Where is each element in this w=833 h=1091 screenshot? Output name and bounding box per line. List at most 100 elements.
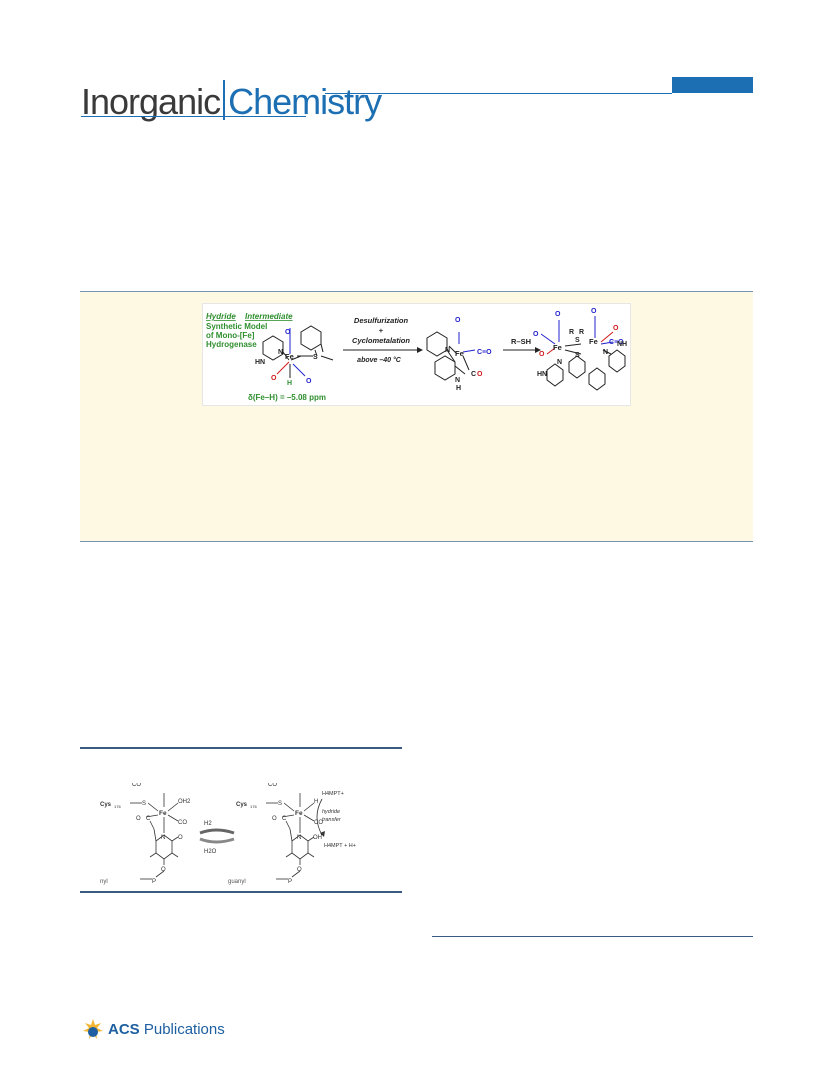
figure-top-rule [80, 747, 402, 749]
journal-title-separator [223, 80, 226, 120]
toc-mol3-o1: O [555, 311, 561, 318]
footnote-rule [432, 936, 753, 937]
fig-right-co: CO [314, 820, 323, 826]
fig-left-p: P [152, 879, 156, 885]
toc-title-hydride: Hydride [206, 312, 236, 321]
fig-right-co-top: CO [268, 783, 277, 788]
fig-structure-right [266, 793, 315, 880]
fig-left-co: CO [178, 820, 187, 826]
fig-left-co-top: CO [132, 783, 141, 788]
toc-mol3-nh: NH [617, 341, 627, 348]
fig-left-c: C [146, 816, 151, 822]
toc-mol2-n-lower: N [455, 377, 460, 384]
toc-mol3-o4: O [613, 325, 619, 332]
acs-text-publications: Publications [143, 1020, 225, 1038]
toc-mol3-co: C≡O [609, 339, 624, 346]
fig-h2: H2 [204, 821, 212, 827]
toc-molecule-hydride [262, 325, 334, 378]
toc-mol1-o-top: O [285, 329, 291, 336]
toc-mol1-o-blue: O [306, 378, 312, 385]
toc-mol2-n: N [445, 347, 450, 354]
journal-title: Inorganic Chemistry [81, 74, 382, 124]
toc-graphic: Hydride Intermediate Synthetic Model of … [203, 304, 630, 405]
toc-mol1-s: S [313, 354, 318, 361]
toc-molecule-cyclometalated [426, 331, 476, 381]
toc-arrow2-head [535, 347, 541, 353]
toc-mol1-n: N [278, 349, 283, 356]
figure-bottom-rule [80, 891, 402, 893]
toc-mol2-o: O [455, 317, 461, 324]
fig-left-cys: Cys [100, 802, 112, 808]
acs-text-acs: ACS [108, 1020, 140, 1038]
fig-right-o-bottom: O [297, 867, 302, 873]
fig-h4mpt-plus: H4MPT+ [322, 791, 344, 797]
fig-equilibrium-arrows [199, 828, 235, 844]
toc-mol2-c: C [471, 371, 476, 378]
fig-left-oh2: OH2 [178, 799, 191, 805]
toc-mol3-s-top: S [575, 337, 580, 344]
journal-title-word1: Inorganic [81, 81, 221, 122]
toc-arrow1-head [417, 347, 423, 353]
toc-mol3-s-bottom: S [575, 352, 580, 359]
toc-arrow1-plus: + [379, 326, 384, 335]
toc-arrow1-top: Desulfurization [354, 316, 409, 325]
toc-graphic-svg: Hydride Intermediate Synthetic Model of … [206, 308, 627, 402]
toc-mol1-fe: Fe [285, 352, 294, 361]
toc-mol1-o-red: O [271, 375, 277, 382]
toc-mol3-o5: O [539, 351, 545, 358]
fig-right-h: H [314, 799, 318, 805]
toc-title-line4: Hydrogenase [206, 340, 257, 349]
toc-title-intermediate: Intermediate [245, 312, 293, 321]
fig-right-p: P [288, 879, 292, 885]
toc-title-line2: Synthetic Model [206, 322, 267, 331]
toc-mol1-h: H [287, 380, 292, 387]
toc-mol3-r-right: R [579, 329, 584, 336]
fig-right-cys-sub: 176 [250, 804, 257, 809]
fig-transfer: transfer [322, 817, 342, 823]
fig-right-oh: OH [313, 835, 322, 841]
fig-left-cys-sub: 176 [114, 804, 121, 809]
toc-mol2-fe: Fe [455, 349, 464, 358]
toc-mol1-hn: HN [255, 359, 265, 366]
journal-title-underline [81, 116, 306, 117]
fig-transfer-arrow [316, 798, 323, 836]
toc-mol3-hn: HN [537, 371, 547, 378]
header-rule [325, 93, 672, 94]
fig-h2o: H2O [204, 849, 217, 855]
fig-left-o: O [136, 816, 141, 822]
fig-left-fe: Fe [159, 810, 167, 817]
acs-logo-icon [83, 1019, 103, 1039]
toc-molecule-dimer [540, 316, 626, 391]
toc-title-line3: of Mono-[Fe] [206, 331, 255, 340]
fig-structure-left [130, 793, 179, 880]
acs-publications-logo[interactable]: ACS Publications [82, 1018, 225, 1040]
fig-hydride: hydride [322, 809, 340, 815]
figure-scheme: CO Cys 176 S Fe OH2 CO O C N O O P guany… [90, 782, 400, 887]
toc-mol2-o-red: O [477, 371, 483, 378]
fig-left-o-bottom: O [161, 867, 166, 873]
figure-scheme-svg: CO Cys 176 S Fe OH2 CO O C N O O P guany… [90, 782, 356, 885]
toc-mol3-fe-right: Fe [589, 337, 598, 346]
fig-right-c: C [282, 816, 287, 822]
fig-h4mpt-h: H4MPT + H+ [324, 843, 356, 849]
fig-transfer-arrowhead [320, 831, 325, 837]
fig-left-guanyl: guanyl [100, 879, 108, 885]
fig-left-o-ring: O [178, 835, 183, 841]
header-tab [672, 77, 753, 93]
fig-left-s: S [142, 801, 146, 807]
toc-arrow1-bottom: Cyclometalation [352, 336, 410, 345]
toc-mol2-h-lower: H [456, 385, 461, 392]
toc-mol3-n-right: N [603, 349, 608, 356]
toc-mol2-co: C≡O [477, 349, 492, 356]
fig-right-s: S [278, 801, 282, 807]
toc-mol3-r-left: R [569, 329, 574, 336]
toc-mol3-n-left: N [557, 359, 562, 366]
fig-right-n: N [297, 835, 301, 841]
journal-title-word2: Chemistry [228, 81, 382, 122]
fig-right-fe: Fe [295, 810, 303, 817]
toc-arrow2-label: R–SH [511, 337, 531, 346]
fig-left-n: N [161, 835, 165, 841]
toc-shift: δ(Fe–H) = –5.08 ppm [248, 393, 326, 402]
fig-right-cys: Cys [236, 802, 248, 808]
toc-arrow1-cond: above –40 °C [357, 356, 402, 364]
